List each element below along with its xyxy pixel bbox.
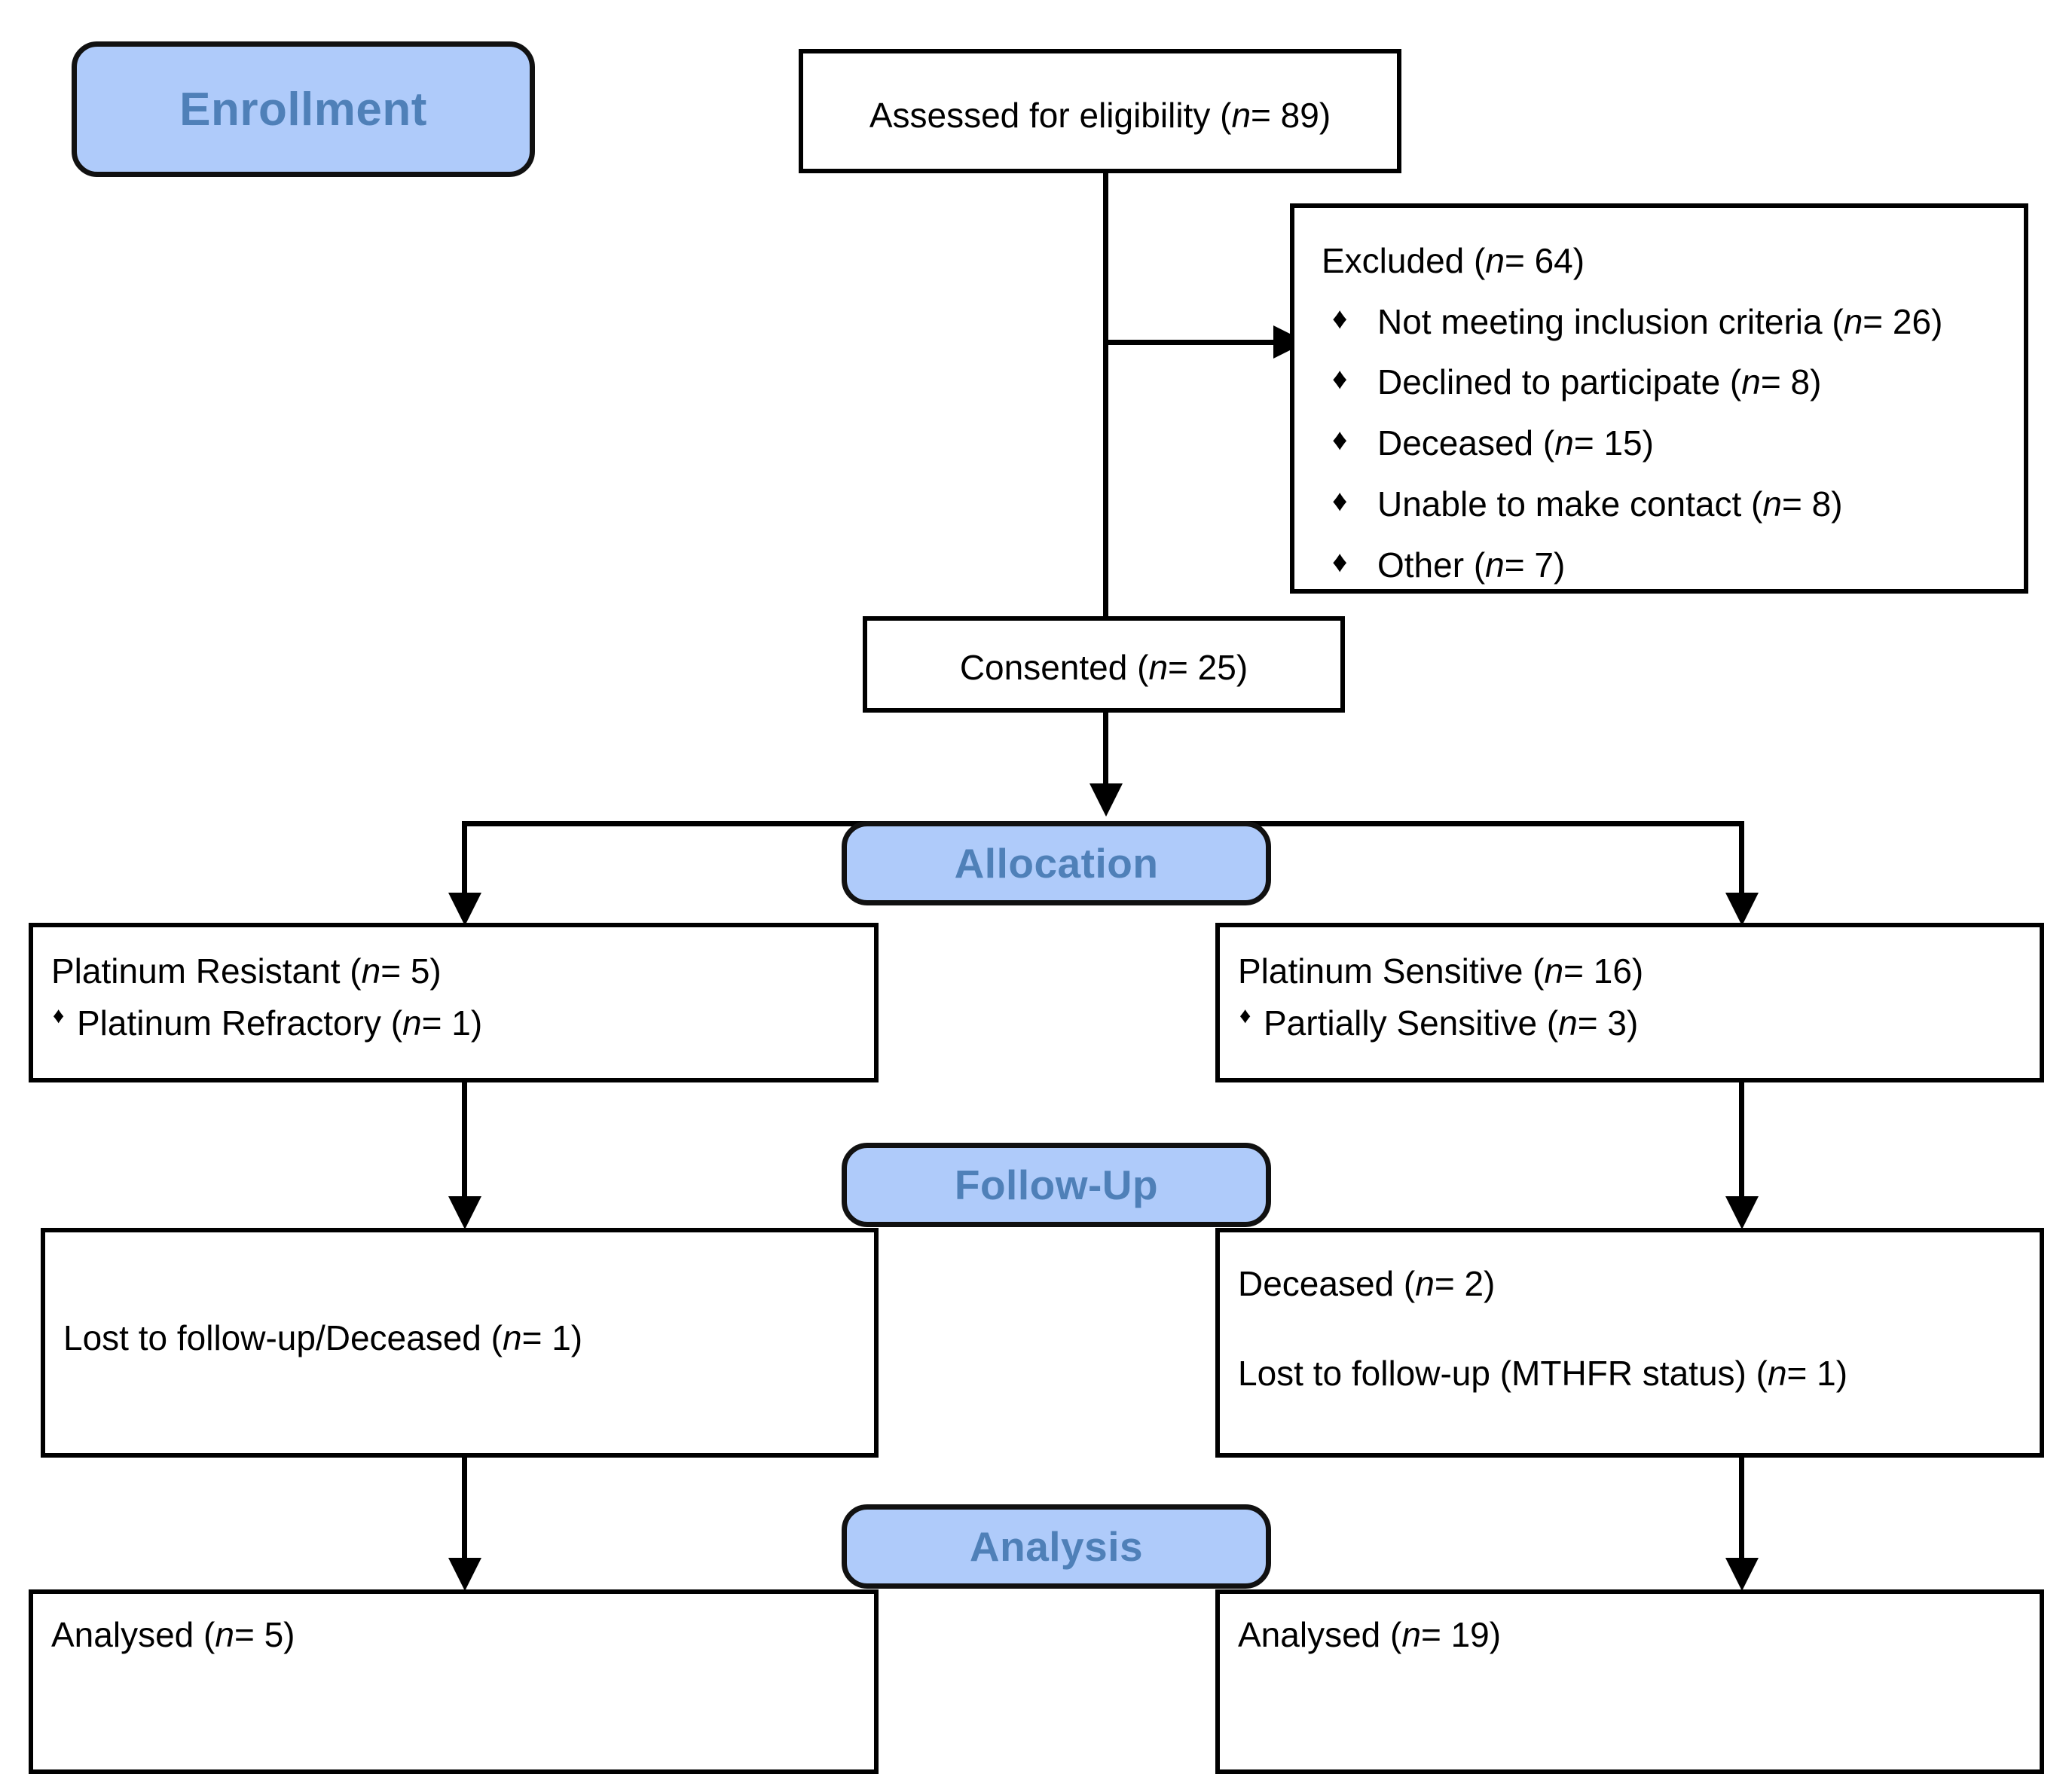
diamond-bullet-icon: ♦ <box>1332 362 1348 396</box>
followup-right-line2: Lost to follow-up (MTHFR status) (n= 1) <box>1238 1353 1848 1393</box>
platinum-sensitive-title: Platinum Sensitive (n= 16) <box>1238 951 1644 991</box>
n-symbol: n <box>1231 96 1251 135</box>
list-item: ♦Other (n= 7) <box>1322 542 2009 588</box>
stage-badge-enrollment: Enrollment <box>72 41 535 177</box>
list-item: ♦Not meeting inclusion criteria (n= 26) <box>1322 299 2009 345</box>
node-assessed-for-eligibility: Assessed for eligibility (n= 89) <box>799 49 1401 173</box>
platinum-resistant-title: Platinum Resistant (n= 5) <box>51 951 442 991</box>
platinum-refractory-subitem: ♦Platinum Refractory (n= 1) <box>51 1000 856 1046</box>
arrowhead-followup-right <box>1725 1196 1759 1229</box>
arrowhead-allocation-left <box>448 893 481 926</box>
node-analysed-right: Analysed (n= 19) <box>1215 1589 2044 1774</box>
stage-label-enrollment: Enrollment <box>179 83 427 136</box>
node-followup-left: Lost to follow-up/Deceased (n= 1) <box>41 1228 879 1458</box>
excluded-heading: Excluded (n= 64) <box>1322 241 1585 280</box>
n-symbol: n <box>1401 1615 1421 1654</box>
arrowhead-analysis-left <box>448 1558 481 1591</box>
n-symbol: n <box>1485 241 1505 280</box>
node-platinum-sensitive: Platinum Sensitive (n= 16) ♦Partially Se… <box>1215 923 2044 1082</box>
n-symbol: n <box>1485 545 1505 585</box>
n-symbol: n <box>1415 1264 1435 1303</box>
n-symbol: n <box>1843 301 1863 341</box>
analysed-left-text: Analysed (n= 5) <box>51 1615 295 1654</box>
n-symbol: n <box>1741 362 1761 402</box>
n-symbol: n <box>215 1615 234 1654</box>
assessed-text: Assessed for eligibility (n= 89) <box>869 96 1331 135</box>
followup-left-text: Lost to follow-up/Deceased (n= 1) <box>63 1318 583 1357</box>
n-symbol: n <box>402 1003 422 1043</box>
partially-sensitive-subitem: ♦Partially Sensitive (n= 3) <box>1238 1000 2022 1046</box>
n-symbol: n <box>1554 423 1574 463</box>
node-followup-right: Deceased (n= 2) Lost to follow-up (MTHFR… <box>1215 1228 2044 1458</box>
list-item: ♦Declined to participate (n= 8) <box>1322 359 2009 405</box>
arrowhead-consented-down <box>1089 783 1123 817</box>
node-excluded: Excluded (n= 64) ♦Not meeting inclusion … <box>1290 203 2028 594</box>
diamond-bullet-icon: ♦ <box>53 1003 65 1028</box>
n-symbol: n <box>1767 1353 1787 1393</box>
n-symbol: n <box>502 1318 522 1357</box>
connector-alloc-right-to-followup <box>1739 1082 1744 1199</box>
connector-consented-down <box>1103 713 1108 788</box>
node-platinum-resistant: Platinum Resistant (n= 5) ♦Platinum Refr… <box>29 923 879 1082</box>
diamond-bullet-icon: ♦ <box>1332 484 1348 518</box>
followup-right-line1: Deceased (n= 2) <box>1238 1264 1496 1303</box>
connector-alloc-left-to-followup <box>462 1082 467 1199</box>
connector-followup-left-to-analysis <box>462 1458 467 1562</box>
stage-label-followup: Follow-Up <box>954 1162 1159 1208</box>
diamond-bullet-icon: ♦ <box>1332 545 1348 579</box>
stage-label-analysis: Analysis <box>969 1523 1144 1570</box>
list-item: ♦Unable to make contact (n= 8) <box>1322 481 2009 527</box>
diamond-bullet-icon: ♦ <box>1332 301 1348 335</box>
consented-text: Consented (n= 25) <box>959 648 1248 687</box>
list-item: ♦Deceased (n= 15) <box>1322 420 2009 466</box>
arrowhead-analysis-right <box>1725 1558 1759 1591</box>
analysed-right-text: Analysed (n= 19) <box>1238 1615 1502 1654</box>
connector-allocation-right-arm <box>1739 821 1744 896</box>
excluded-reason-list: ♦Not meeting inclusion criteria (n= 26) … <box>1322 299 2009 588</box>
connector-allocation-left-arm <box>462 821 467 896</box>
n-symbol: n <box>1558 1003 1578 1043</box>
diamond-bullet-icon: ♦ <box>1332 423 1348 457</box>
n-symbol: n <box>361 951 381 991</box>
connector-assessed-to-consented <box>1103 173 1108 619</box>
stage-badge-allocation: Allocation <box>842 821 1271 905</box>
stage-badge-followup: Follow-Up <box>842 1143 1271 1227</box>
diamond-bullet-icon: ♦ <box>1239 1003 1251 1028</box>
connector-branch-to-excluded <box>1103 340 1278 345</box>
arrowhead-allocation-right <box>1725 893 1759 926</box>
n-symbol: n <box>1762 484 1782 524</box>
n-symbol: n <box>1544 951 1564 991</box>
connector-followup-right-to-analysis <box>1739 1458 1744 1562</box>
node-consented: Consented (n= 25) <box>863 616 1345 713</box>
node-analysed-left: Analysed (n= 5) <box>29 1589 879 1774</box>
n-symbol: n <box>1148 648 1169 687</box>
stage-badge-analysis: Analysis <box>842 1504 1271 1589</box>
stage-label-allocation: Allocation <box>954 840 1159 887</box>
arrowhead-followup-left <box>448 1196 481 1229</box>
